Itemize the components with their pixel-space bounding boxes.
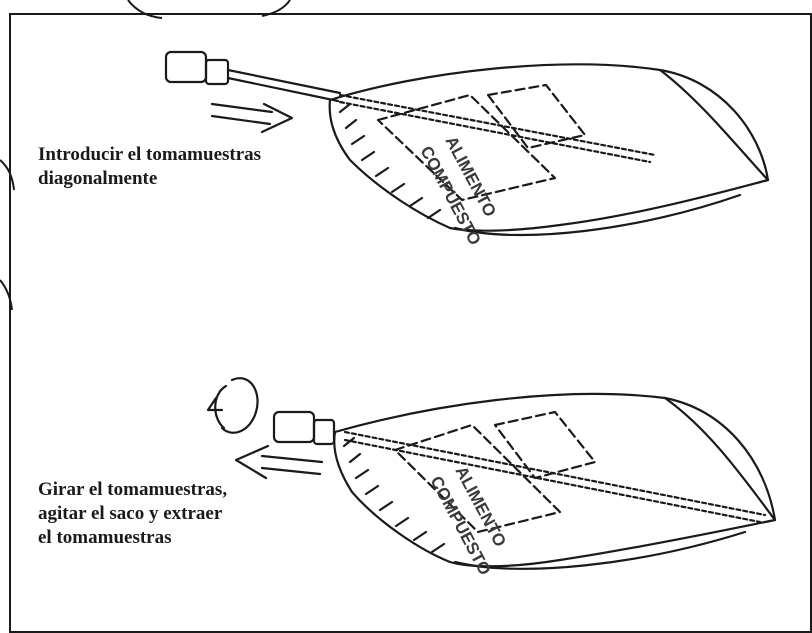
step-2-caption-line: el tomamuestras	[38, 526, 227, 550]
step-1-caption: Introducir el tomamuestras diagonalmente	[38, 143, 261, 191]
step-1-caption-line: diagonalmente	[38, 167, 261, 191]
step-1-caption-line: Introducir el tomamuestras	[38, 143, 261, 167]
step-2-caption-line: Girar el tomamuestras,	[38, 478, 227, 502]
step-2-caption: Girar el tomamuestras, agitar el saco y …	[38, 478, 227, 550]
step-2-caption-line: agitar el saco y extraer	[38, 502, 227, 526]
